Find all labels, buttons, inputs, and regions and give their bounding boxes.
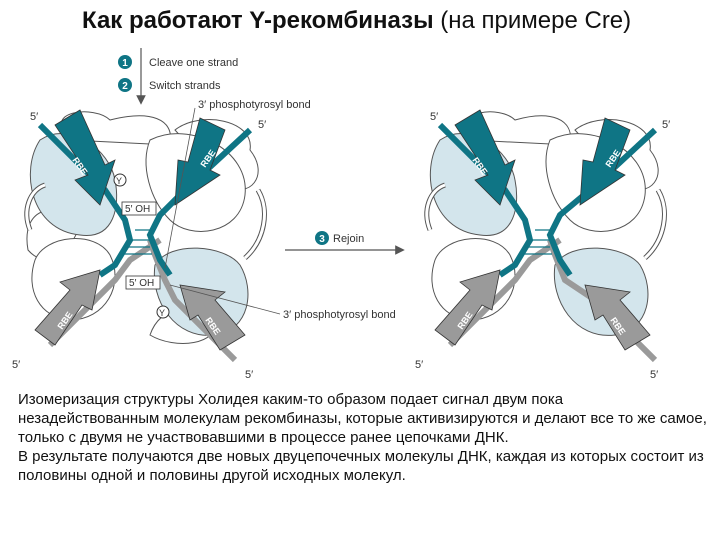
rbe-arrow-teal (579, 117, 631, 206)
title-main: Как работают Y-рекомбиназы (82, 7, 434, 34)
rbe-arrow-teal (174, 117, 226, 206)
step-2-item: 2 Switch strands (118, 78, 221, 92)
tyrosine-label: Y (159, 308, 165, 318)
caption-paragraph-2: В результате получаются две новых двуцеп… (18, 448, 704, 484)
rbe-arrow-gray (179, 284, 246, 351)
page-title: Как работают Y-рекомбиназы (на примере C… (82, 4, 720, 40)
five-prime-label: 5′ (245, 369, 253, 381)
step-1-label: Cleave one strand (149, 57, 238, 69)
protein-tail (425, 183, 446, 231)
five-oh-label: 5′ OH (129, 278, 154, 289)
step-3-badge (315, 231, 329, 245)
phosphotyrosyl-label-top: 3′ phosphotyrosyl bond (198, 99, 311, 111)
five-prime-label: 5′ (258, 119, 266, 131)
caption: Изомеризация структуры Холидея каким-то … (18, 390, 708, 485)
rbe-arrow-gray (434, 269, 501, 346)
base-pair-rungs (522, 229, 552, 255)
svg-text:1: 1 (122, 58, 128, 69)
five-oh-box (125, 275, 161, 290)
left-complex: RBE RBE RBE RBE 5′ 5′ 5′ 5′ Y Y 5′ OH 5′… (12, 99, 396, 381)
five-prime-label: 5′ (415, 359, 423, 371)
protein-tail (243, 189, 266, 260)
rbe-arrow-gray (584, 284, 651, 351)
five-prime-label: 5′ (30, 111, 38, 123)
step-1-badge (118, 55, 132, 69)
five-prime-label: 5′ (12, 359, 20, 371)
dna-strand-gray (47, 237, 162, 348)
rejoin-step: 3 Rejoin (285, 231, 405, 255)
tyrosine-marker (113, 173, 127, 187)
five-oh-label: 5′ OH (125, 204, 150, 215)
svg-text:2: 2 (122, 81, 128, 92)
step-1-item: 1 Cleave one strand (118, 55, 238, 69)
five-prime-label: 5′ (662, 119, 670, 131)
tyrosine-label: Y (116, 176, 122, 186)
dna-strand-gray (447, 237, 562, 348)
protein-tail (643, 189, 666, 260)
five-prime-label: 5′ (650, 369, 658, 381)
recombination-diagram: 1 Cleave one strand 2 Switch strands (12, 48, 670, 381)
rbe-arrow-gray (34, 269, 101, 346)
rbe-arrow-teal (54, 109, 116, 206)
right-complex: RBE RBE RBE RBE 5′ 5′ 5′ 5′ (415, 109, 670, 381)
base-pair-rungs (122, 229, 152, 255)
step-2-label: Switch strands (149, 80, 221, 92)
five-prime-label: 5′ (430, 111, 438, 123)
caption-paragraph-1: Изомеризация структуры Холидея каким-то … (18, 391, 707, 446)
five-oh-box (121, 201, 157, 216)
tyrosine-marker (156, 305, 170, 319)
step-3-label: Rejoin (333, 233, 364, 245)
rbe-arrow-teal (454, 109, 516, 206)
step-2-badge (118, 78, 132, 92)
phosphotyrosyl-label-bottom: 3′ phosphotyrosyl bond (283, 309, 396, 321)
title-suffix: (на примере Cre) (433, 7, 632, 34)
svg-text:3: 3 (319, 234, 325, 245)
protein-tail (25, 183, 46, 231)
